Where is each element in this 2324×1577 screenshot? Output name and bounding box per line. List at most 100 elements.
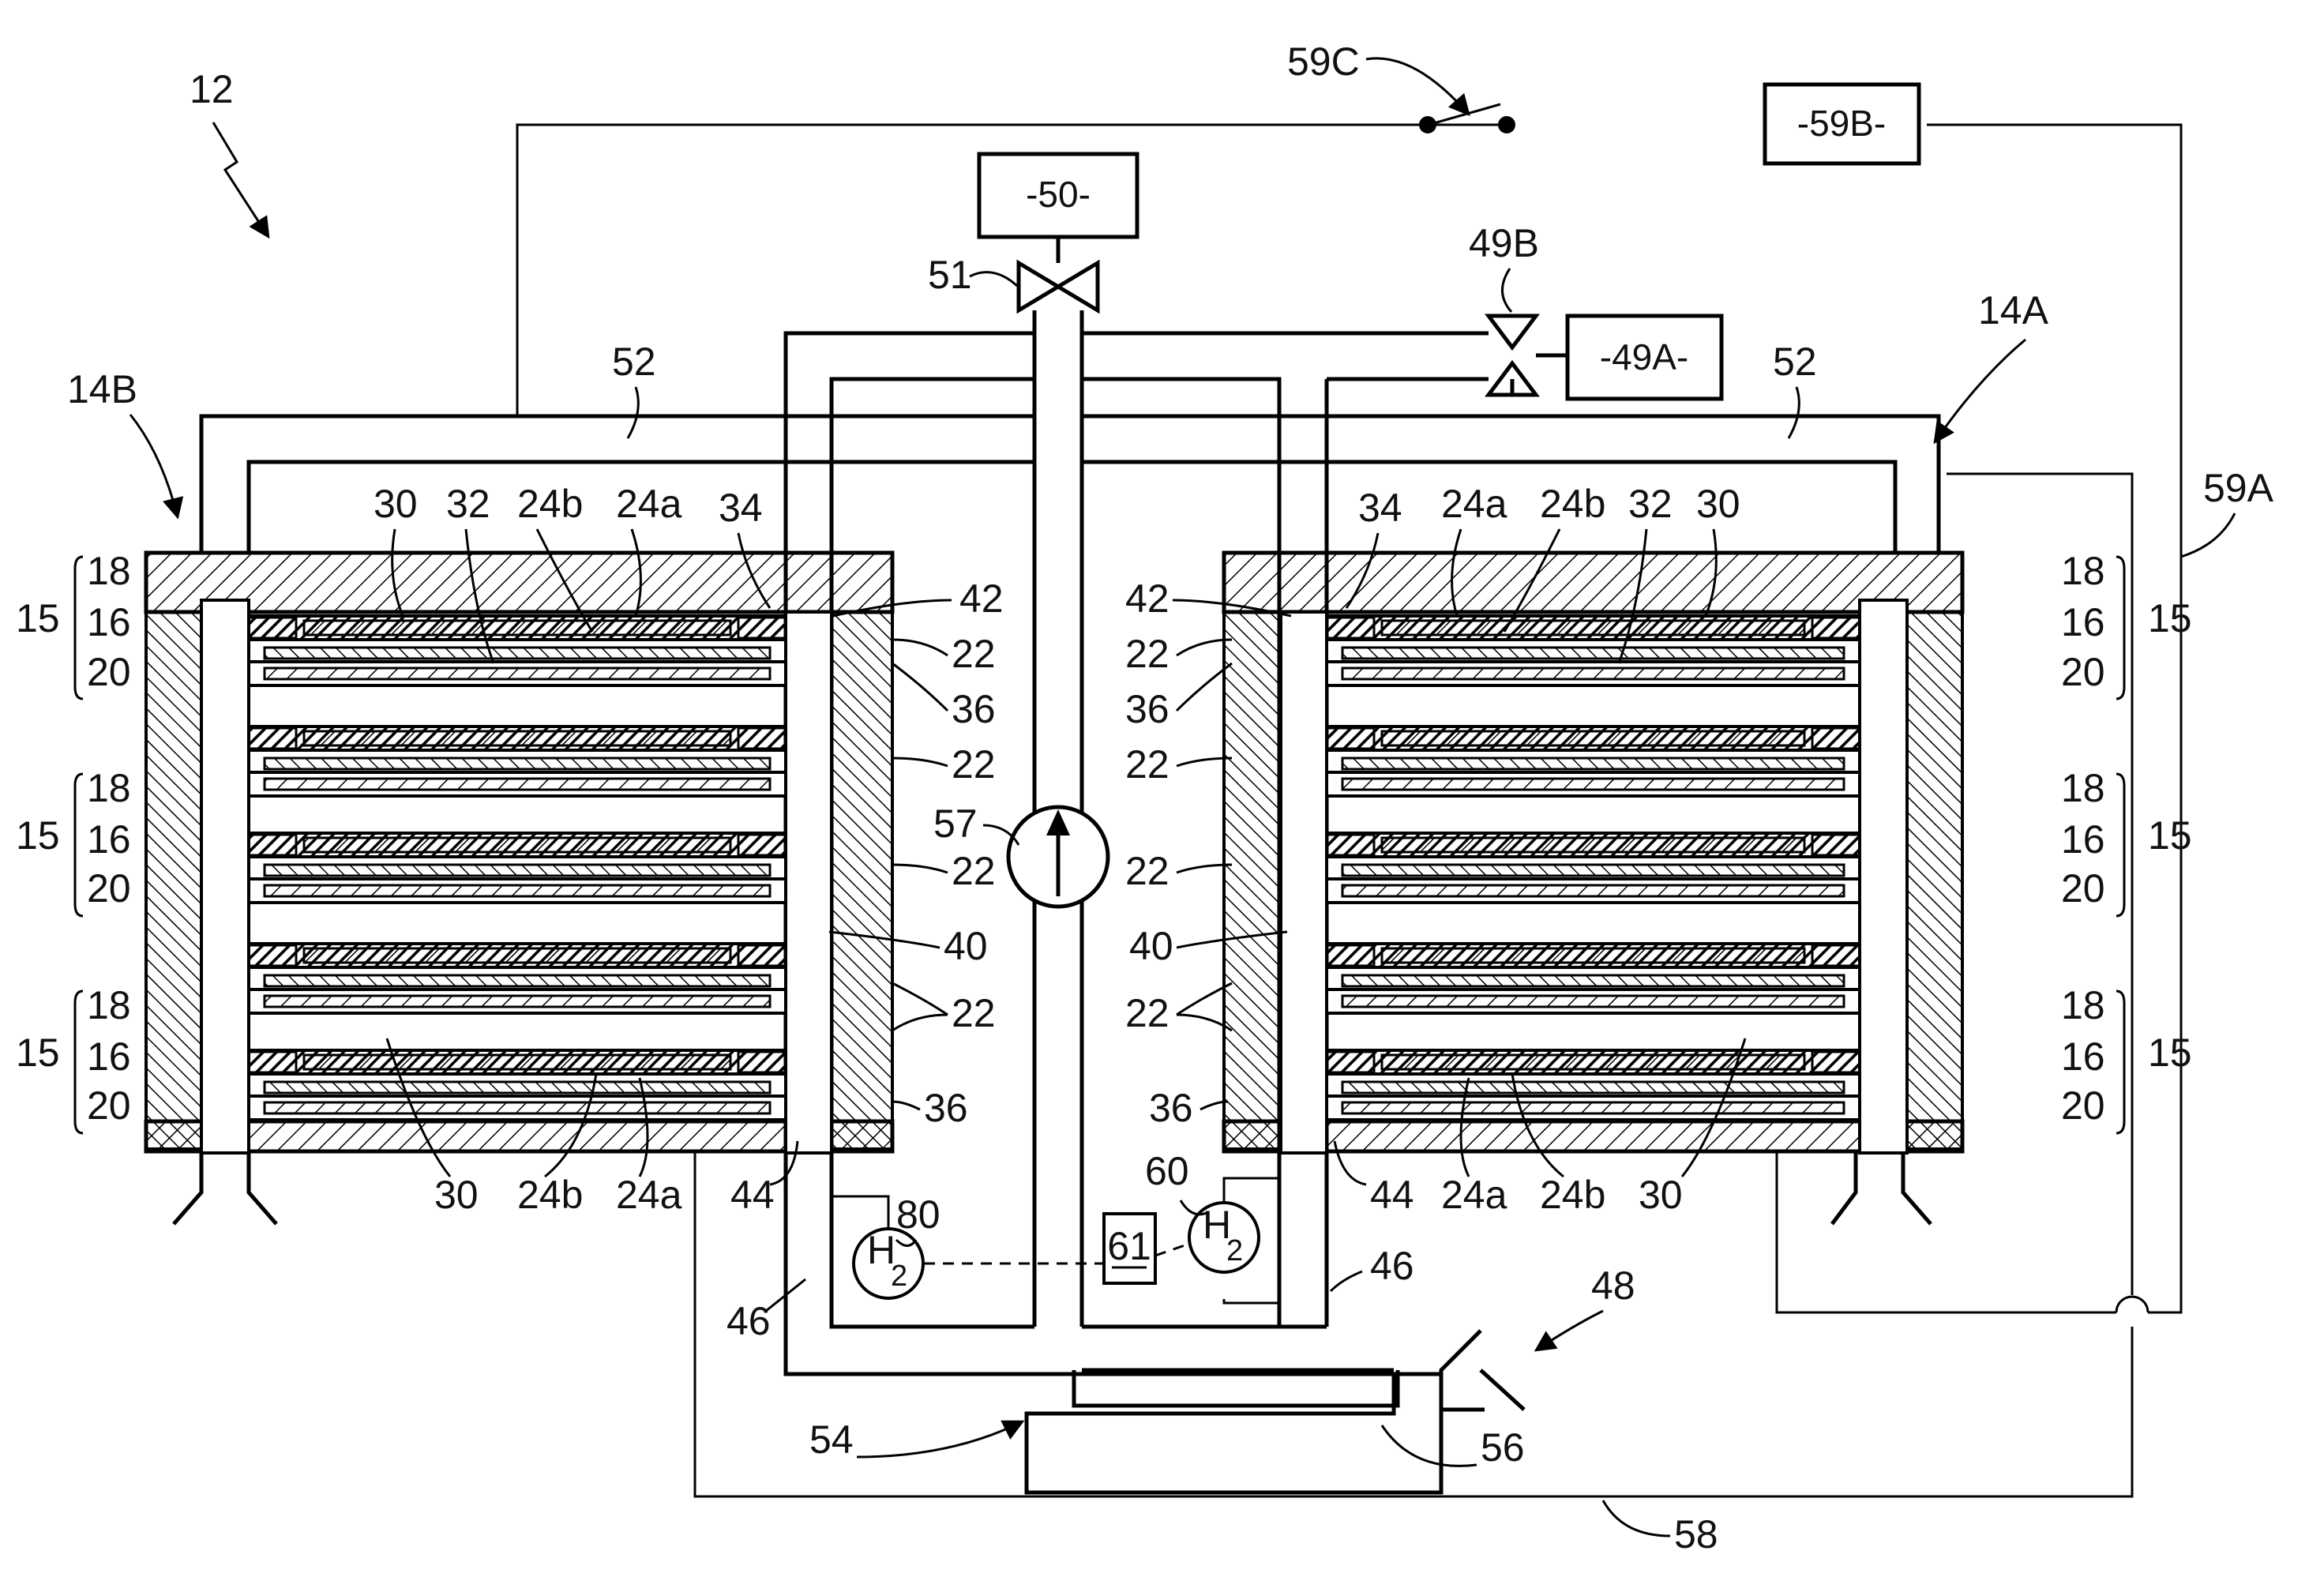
flow-channel [265,758,770,769]
ref-16-r1: 16 [2061,600,2105,644]
ref-20-l1: 20 [87,650,131,694]
ref-58: 58 [1674,1512,1718,1556]
flow-channel [1342,758,1844,769]
box-61-label: 61 [1107,1224,1151,1268]
edge-seal [1327,945,1374,966]
electrode-layer [1382,1055,1804,1069]
ref-34-tr: 34 [1358,486,1402,530]
edge-seal [1812,835,1860,855]
ref-42-l: 42 [959,576,1004,621]
flow-channel [1342,648,1844,659]
electrode-layer [304,1055,730,1069]
separator-fill [1342,668,1844,679]
pump-57 [1008,807,1108,907]
edge-seal [1327,728,1374,749]
separator-fill [265,996,770,1007]
flow-channel [1342,975,1844,986]
ref-16-l1: 16 [87,600,131,644]
ref-18-r3: 18 [2061,983,2105,1027]
ref-34-tl: 34 [719,486,763,530]
flow-channel [265,648,770,659]
sensor-80-sub: 2 [891,1260,907,1293]
edge-seal [738,945,786,966]
ref-59a: 59A [2203,466,2274,510]
edge-seal [1327,1052,1374,1072]
ref-22-r3: 22 [1125,849,1170,893]
ref-59c: 59C [1287,39,1360,84]
edge-seal [738,835,786,855]
edge-seal [249,945,296,966]
edge-seal [738,1052,786,1072]
electrode-layer [304,621,730,635]
ref-14a: 14A [1978,288,2049,332]
flow-channel [1342,1082,1844,1093]
box-59b-label: -59B- [1797,103,1886,144]
ref-12: 12 [190,67,234,111]
edge-seal [1812,1052,1860,1072]
ref-49b: 49B [1469,221,1539,265]
separator-fill [1342,1102,1844,1113]
ref-22-r2: 22 [1125,742,1170,787]
ref-20-l3: 20 [87,1083,131,1128]
ref-18-l2: 18 [87,766,131,810]
ref-15-r2: 15 [2148,813,2192,858]
separator-fill [1342,885,1844,896]
box-50-label: -50- [1026,174,1091,215]
ref-20-l2: 20 [87,866,131,911]
flow-channel [265,975,770,986]
ref-46-l: 46 [726,1299,771,1343]
ref-22-l3: 22 [952,849,996,893]
ref-16-r3: 16 [2061,1034,2105,1079]
stack-14b [146,553,892,1153]
ref-15-r1: 15 [2148,596,2192,640]
ref-24a-bl: 24a [616,1173,682,1217]
ref-57: 57 [933,802,978,846]
ref-46-r: 46 [1370,1244,1414,1288]
ref-15-r3: 15 [2148,1031,2192,1075]
ref-56: 56 [1481,1425,1525,1470]
ref-32-tr: 32 [1628,482,1673,526]
electrode-layer [304,838,730,852]
edge-seal [249,1052,296,1072]
ref-24a-tr: 24a [1441,482,1507,526]
ref-15-l1: 15 [16,596,60,640]
edge-seal [1327,835,1374,855]
edge-seal [249,618,296,638]
ref-16-r2: 16 [2061,817,2105,862]
ref-22-l2: 22 [952,742,996,787]
ref-24b-tr: 24b [1540,482,1605,526]
separator-fill [1342,779,1844,790]
electrode-layer [304,948,730,963]
ref-14b: 14B [67,367,137,411]
electrode-layer [1382,838,1804,852]
signal-line-60 [1155,1244,1189,1256]
edge-seal [1812,728,1860,749]
ref-18-r1: 18 [2061,549,2105,593]
ref-36-r1: 36 [1125,687,1170,731]
separator-fill [1342,996,1844,1007]
ref-22-r1: 22 [1125,632,1170,676]
ref-52-right: 52 [1773,340,1817,384]
edge-seal [738,728,786,749]
box-59b: -59B- [1765,84,1919,163]
ref-18-r2: 18 [2061,766,2105,810]
stack-14a [1224,553,1962,1153]
box-49a-label: -49A- [1600,336,1688,377]
separator-fill [265,1102,770,1113]
ref-24a-br: 24a [1441,1173,1507,1217]
ref-32-tl: 32 [446,482,490,526]
ref-52-left: 52 [612,340,656,384]
edge-seal [738,618,786,638]
edge-seal [1812,945,1860,966]
ref-42-r: 42 [1125,576,1170,621]
ref-24b-br: 24b [1540,1173,1605,1217]
hydrogen-sensor-60: H 2 [1189,1178,1279,1303]
ref-40-l: 40 [944,924,988,968]
ref-80: 80 [896,1192,940,1237]
ref-36-l1: 36 [952,687,996,731]
valve-51 [1019,237,1098,310]
sensor-60-sub: 2 [1226,1234,1243,1267]
ref-22-r4: 22 [1125,991,1170,1035]
ref-60: 60 [1145,1149,1189,1193]
